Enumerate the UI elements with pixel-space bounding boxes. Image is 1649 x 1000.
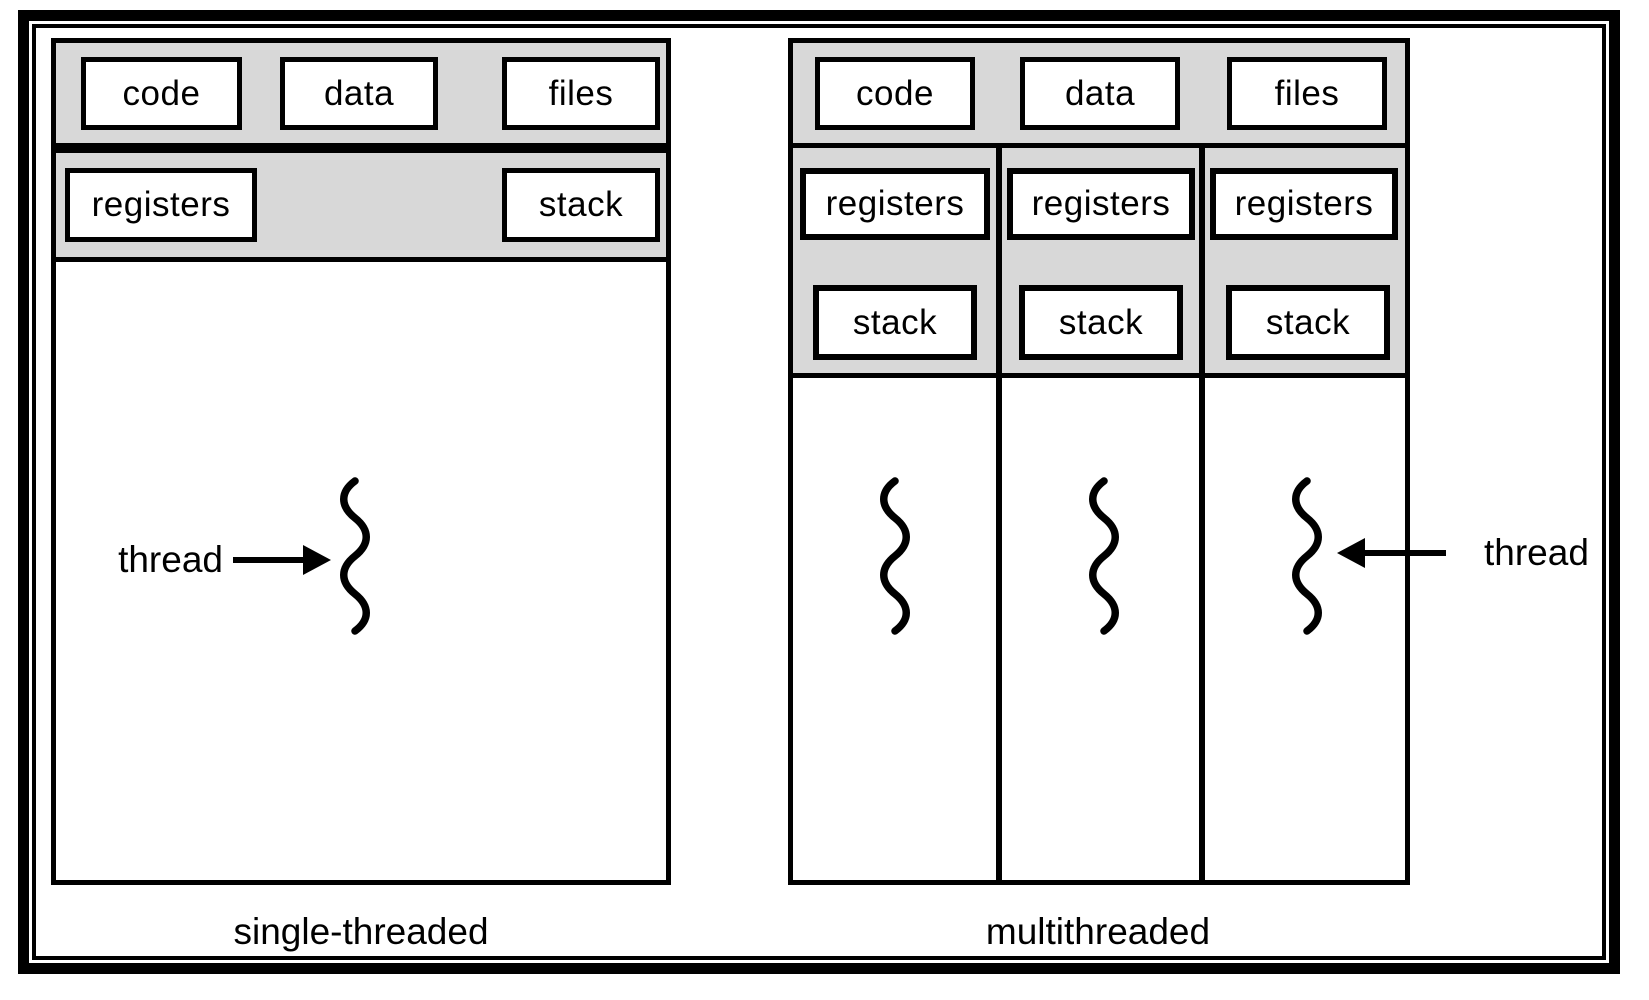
- thread3-registers-box: registers: [1210, 168, 1398, 240]
- thread-squiggle-icon: [1292, 477, 1322, 635]
- caption-multithreaded: multithreaded: [985, 911, 1211, 952]
- left-registers-box: registers: [65, 168, 257, 242]
- left-data-box: data: [280, 57, 438, 130]
- left-stack-box: stack: [502, 168, 660, 242]
- thread2-registers-box: registers: [1007, 168, 1195, 240]
- caption-single-threaded: single-threaded: [233, 911, 489, 952]
- thread1-stack-box: stack: [813, 285, 977, 360]
- left-thread-arrow-line: [233, 557, 305, 563]
- thread-squiggle-icon: [340, 477, 370, 635]
- left-thread-label: thread: [118, 539, 223, 580]
- thread2-stack-box: stack: [1019, 285, 1183, 360]
- left-files-box: files: [502, 57, 660, 130]
- right-arrow-icon: [303, 545, 331, 575]
- inner-frame: [32, 24, 1606, 960]
- right-code-box: code: [815, 57, 975, 130]
- left-arrow-icon: [1337, 538, 1365, 568]
- left-code-box: code: [81, 57, 242, 130]
- right-files-box: files: [1227, 57, 1387, 130]
- thread1-registers-box: registers: [800, 168, 990, 240]
- column-divider: [996, 148, 1002, 880]
- right-data-box: data: [1020, 57, 1180, 130]
- thread3-stack-box: stack: [1226, 285, 1390, 360]
- column-divider: [1199, 148, 1205, 880]
- thread-squiggle-icon: [1089, 477, 1119, 635]
- right-thread-label: thread: [1484, 532, 1589, 573]
- outer-frame: [18, 10, 1620, 974]
- right-thread-arrow-line: [1363, 550, 1446, 556]
- thread-squiggle-icon: [880, 477, 910, 635]
